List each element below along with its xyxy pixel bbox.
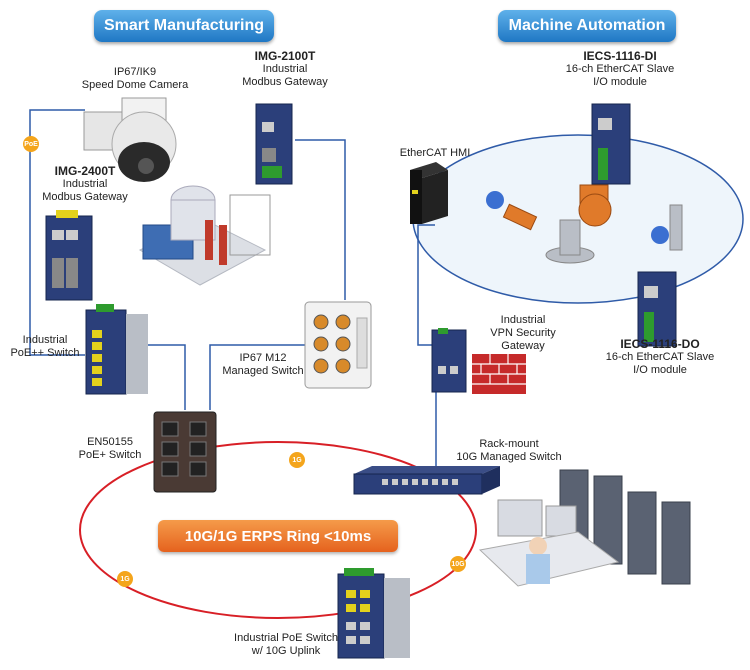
smart-manufacturing-header: Smart Manufacturing <box>94 10 274 42</box>
poe-plus-switch-icon <box>85 304 148 395</box>
factory-building-icon <box>138 185 271 286</box>
iecs-do-module-icon <box>637 271 677 347</box>
ethercat-hmi-label: EtherCAT HMI <box>399 147 471 159</box>
data-center-operator-icon <box>478 469 691 587</box>
uplink-poe-switch-icon <box>337 568 410 659</box>
wire-en50155-m12 <box>209 344 305 410</box>
ethercat-hmi-icon <box>410 162 448 224</box>
poe-badge: PoE <box>23 136 39 152</box>
wire-camera-poe <box>29 109 85 356</box>
rack-switch-icon <box>353 466 500 495</box>
wire-img2100-m12 <box>295 139 346 300</box>
machine-automation-header: Machine Automation <box>498 10 676 42</box>
img2400t-gateway-icon <box>45 210 93 301</box>
ring-badge-1g-left: 1G <box>117 571 133 587</box>
robot-arms-icon <box>486 184 683 264</box>
erps-ring-title: 10G/1G ERPS Ring <10ms <box>158 520 398 552</box>
m12-switch-icon <box>304 301 372 389</box>
vpn-gateway-icon <box>431 328 467 393</box>
ring-badge-1g-top: 1G <box>289 452 305 468</box>
iecs-di-module-icon <box>591 103 631 185</box>
erps-ring <box>79 441 477 619</box>
wire-hmi-vpn <box>417 224 440 346</box>
en50155-switch-icon <box>153 411 217 493</box>
ring-badge-10g-right: 10G <box>450 556 466 572</box>
speed-dome-camera-icon <box>83 97 177 182</box>
firewall-icon <box>472 354 526 394</box>
img2100t-gateway-icon <box>255 103 293 185</box>
